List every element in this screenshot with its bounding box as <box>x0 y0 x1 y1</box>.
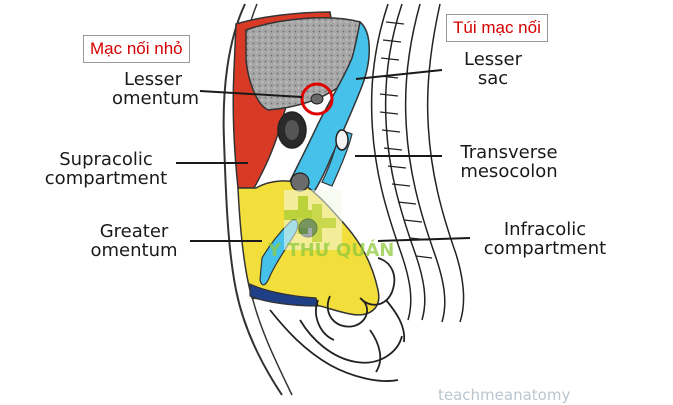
pancreas-piece <box>310 93 324 105</box>
transverse-mesocolon-line1: Transverse <box>460 142 558 163</box>
pointer-lesser-omentum <box>199 90 303 98</box>
supracolic-label: Supracolic compartment <box>40 150 172 188</box>
pointer-lines <box>176 69 471 242</box>
infracolic-line2: compartment <box>483 238 607 259</box>
greater-omentum-line1: Greater <box>99 221 169 242</box>
lesser-omentum-line2: omentum <box>112 88 200 109</box>
transverse-mesocolon-label: Transverse mesocolon <box>448 143 570 181</box>
greater-omentum-line2: omentum <box>90 240 178 261</box>
site-credit: teachmeanatomy <box>438 386 571 404</box>
greater-omentum-label: Greater omentum <box>82 222 186 260</box>
lesser-omentum-highlight-circle <box>300 82 334 116</box>
lesser-sac-line2: sac <box>477 68 509 89</box>
abdominal-wall-outline <box>222 3 283 396</box>
pelvic-organs <box>269 257 406 382</box>
lesser-omentum-vn-label: Mạc nối nhỏ <box>83 35 190 63</box>
watermark-logo <box>284 190 342 250</box>
lesser-omentum-line1: Lesser <box>123 69 183 90</box>
pointer-lesser-sac <box>355 69 443 80</box>
lesser-sac-line1: Lesser <box>463 49 523 70</box>
lesser-sac-label: Lesser sac <box>448 50 538 88</box>
infracolic-label: Infracolic compartment <box>478 220 612 258</box>
pointer-infracolic <box>377 237 471 242</box>
supracolic-line2: compartment <box>44 168 168 189</box>
duodenum-section <box>335 129 349 151</box>
infracolic-line1: Infracolic <box>503 219 587 240</box>
pelvic-peritoneum <box>249 283 319 307</box>
transverse-mesocolon-line2: mesocolon <box>460 161 558 182</box>
lesser-sac-vn-label: Túi mạc nối <box>446 14 548 42</box>
supracolic-line1: Supracolic <box>59 149 153 170</box>
watermark-text: Y THƯ QUÁN <box>268 240 395 261</box>
transverse-colon-section <box>290 172 310 192</box>
lesser-omentum-label: Lesser omentum <box>112 69 200 109</box>
